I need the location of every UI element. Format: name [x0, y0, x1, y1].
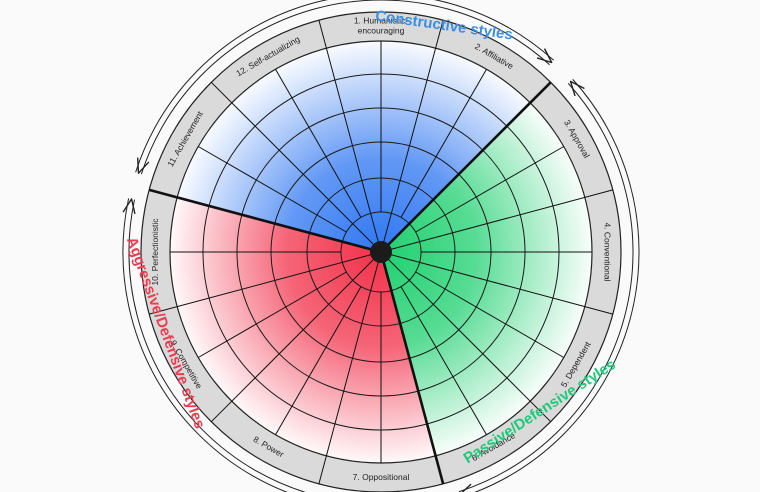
segment-subdivider — [275, 286, 362, 435]
segment-subdivider — [400, 286, 487, 435]
group-wedge-constructive — [177, 41, 531, 252]
segment-divider — [380, 20, 444, 253]
segment-label-10: 10. Perfectionistic — [150, 218, 160, 286]
arrow-head — [136, 157, 150, 174]
group-arrows — [122, 0, 640, 492]
segment-divider — [210, 251, 382, 423]
segment-subdivider — [400, 69, 487, 218]
segment-label-7: 7. Oppositional — [353, 472, 410, 482]
arrow-arc — [458, 83, 634, 492]
arrow-head — [536, 48, 553, 64]
arrow-arc — [474, 79, 640, 492]
segment-label-line: encouraging — [358, 26, 405, 36]
outer-ring — [140, 11, 622, 492]
segment-subdivider — [198, 271, 347, 358]
segment-subdivider — [275, 69, 362, 218]
segment-divider — [318, 20, 382, 253]
group-wedge-passive-defensive — [381, 102, 592, 456]
segment-label-1: 1. Humanistic-encouraging — [354, 16, 408, 36]
group-divider — [379, 251, 445, 485]
segment-label-4: 4. Conventional — [602, 222, 612, 281]
group-arrow — [122, 198, 307, 492]
grid-lines — [148, 20, 613, 485]
segment-subdivider — [415, 271, 564, 358]
arrow-head — [569, 80, 585, 97]
arrow-arc — [128, 199, 307, 492]
group-arrow — [458, 79, 640, 492]
hub — [370, 241, 392, 263]
arrow-head — [122, 198, 136, 215]
segment-divider — [380, 251, 552, 423]
segment-divider — [318, 251, 382, 484]
group-arrow — [135, 0, 554, 175]
group-divider — [380, 81, 552, 253]
arrow-head — [461, 483, 472, 492]
segment-divider — [380, 189, 613, 253]
segment-label-line: 1. Humanistic- — [354, 16, 408, 26]
arrow-arc — [135, 0, 554, 173]
segment-divider — [149, 251, 382, 315]
arrow-arc — [140, 0, 550, 175]
group-divider — [148, 188, 382, 254]
arrow-arc — [122, 198, 288, 492]
segment-divider — [380, 251, 613, 315]
segment-subdivider — [415, 146, 564, 233]
segment-subdivider — [198, 146, 347, 233]
segment-divider — [210, 81, 382, 253]
